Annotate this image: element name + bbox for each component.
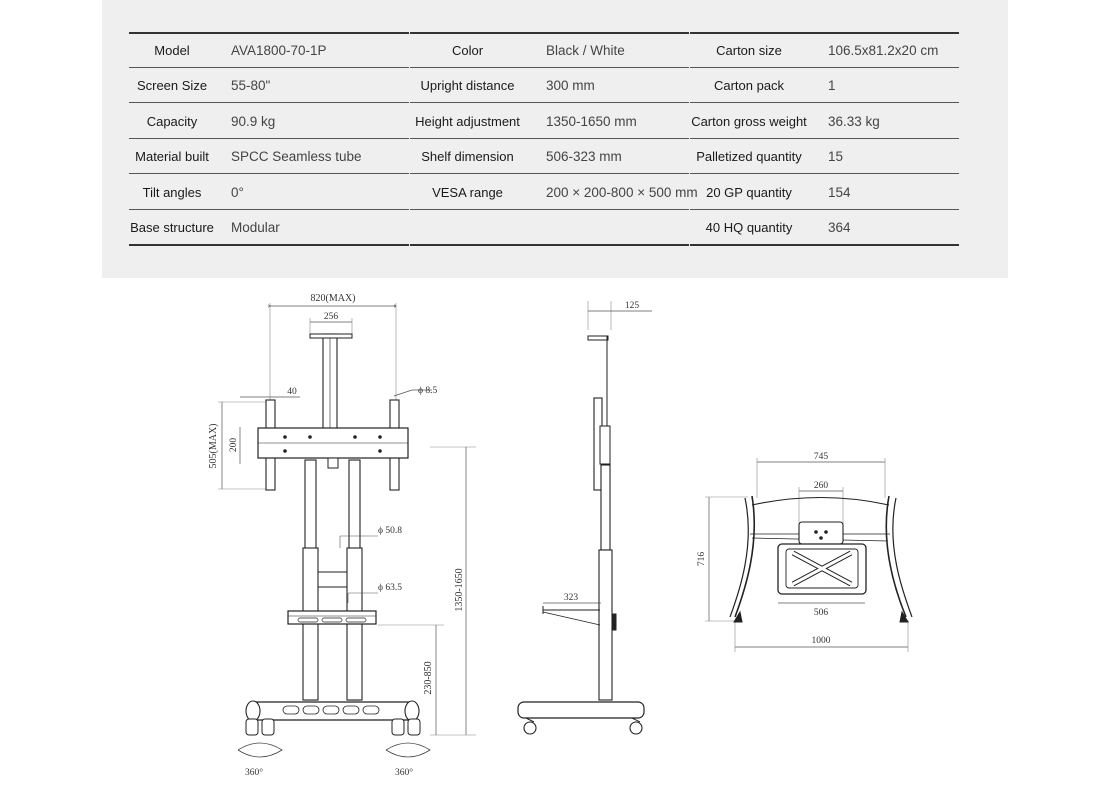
dim-top-shelf: 506 [814,608,829,618]
spec-label-material: Material built [135,149,209,164]
table-rule [129,138,409,139]
side-view-drawing [517,301,652,735]
spec-value-screen-size: 55-80" [231,78,271,93]
table-rule [410,67,689,68]
spec-value-material: SPCC Seamless tube [231,149,362,164]
spec-value-tilt: 0° [231,185,244,200]
spec-table: Model AVA1800-70-1P Screen Size 55-80" C… [129,32,959,246]
spec-label-vesa: VESA range [432,185,503,200]
table-bottom-rule [129,244,409,246]
spec-value-gross-weight: 36.33 kg [828,114,880,129]
spec-value-model: AVA1800-70-1P [231,43,327,58]
dim-rotate-right: 360° [395,767,413,778]
spec-label-capacity: Capacity [146,114,198,129]
spec-value-palletized: 15 [828,149,844,164]
table-rule [690,173,959,174]
spec-label-tilt: Tilt angles [142,185,202,200]
dim-depth-top: 125 [625,301,640,311]
spec-label-base: Base structure [130,220,214,235]
dim-bracket: 40 [287,387,297,397]
spec-value-carton-size: 106.5x81.2x20 cm [828,43,939,58]
dim-width-max: 820(MAX) [311,293,356,304]
dim-tube-bottom: ϕ 63.5 [378,583,402,593]
spec-label-40hq: 40 HQ quantity [705,220,793,235]
dim-rotate-left: 360° [245,767,263,778]
spec-panel [102,0,1008,278]
table-rule [129,209,409,210]
technical-drawings: 820(MAX) 256 40 ϕ 8.5 505(MAX) 200 ϕ 50.… [208,293,913,778]
spec-value-carton-pack: 1 [828,78,836,93]
dim-top-width: 745 [814,452,829,462]
spec-value-upright: 300 mm [546,78,595,93]
table-rule [690,138,959,139]
table-rule [410,173,689,174]
spec-label-palletized: Palletized quantity [696,149,802,164]
spec-label-gross-weight: Carton gross weight [691,114,807,129]
table-rule [410,209,689,210]
dim-vesa-width: 256 [324,312,339,322]
table-top-rule [129,32,409,34]
spec-label-screen-size: Screen Size [136,78,208,93]
table-bottom-rule [410,244,689,246]
dim-top-vesa: 260 [814,481,829,491]
spec-value-base: Modular [231,220,280,235]
table-rule [129,102,409,103]
spec-value-vesa: 200 × 200-800 × 500 mm [546,185,698,200]
dim-height-max: 505(MAX) [208,424,219,469]
table-rule [129,67,409,68]
table-rule [410,102,689,103]
table-top-rule [410,32,689,34]
table-rule [410,138,689,139]
spec-label-carton-size: Carton size [716,43,782,58]
table-bottom-rule [690,244,959,246]
table-rule [690,209,959,210]
spec-label-height-adj: Height adjustment [415,114,520,129]
dim-shelf-depth: 323 [564,593,579,603]
spec-value-20gp: 154 [828,185,851,200]
dim-top-base: 1000 [812,636,831,646]
spec-value-shelf: 506-323 mm [546,149,622,164]
dim-top-depth: 716 [697,552,707,567]
spec-label-shelf: Shelf dimension [421,149,514,164]
spec-value-color: Black / White [546,43,625,58]
table-rule [690,102,959,103]
spec-value-capacity: 90.9 kg [231,114,276,129]
spec-label-20gp: 20 GP quantity [706,185,792,200]
spec-label-carton-pack: Carton pack [713,78,785,93]
top-view-drawing [705,458,913,652]
spec-label-color: Color [451,43,484,58]
spec-label-upright: Upright distance [420,78,515,93]
spec-label-model: Model [154,43,190,58]
dim-total-height: 1350-1650 [454,568,465,611]
table-rule [129,173,409,174]
table-top-rule [690,32,959,34]
dim-shelf-height: 230-850 [423,661,434,694]
table-rule [690,67,959,68]
dim-height-min: 200 [229,438,239,453]
front-view-drawing [218,303,476,758]
spec-value-40hq: 364 [828,220,851,235]
dim-hole: ϕ 8.5 [418,386,438,396]
spec-value-height-adj: 1350-1650 mm [546,114,637,129]
dim-tube-top: ϕ 50.8 [378,526,402,536]
